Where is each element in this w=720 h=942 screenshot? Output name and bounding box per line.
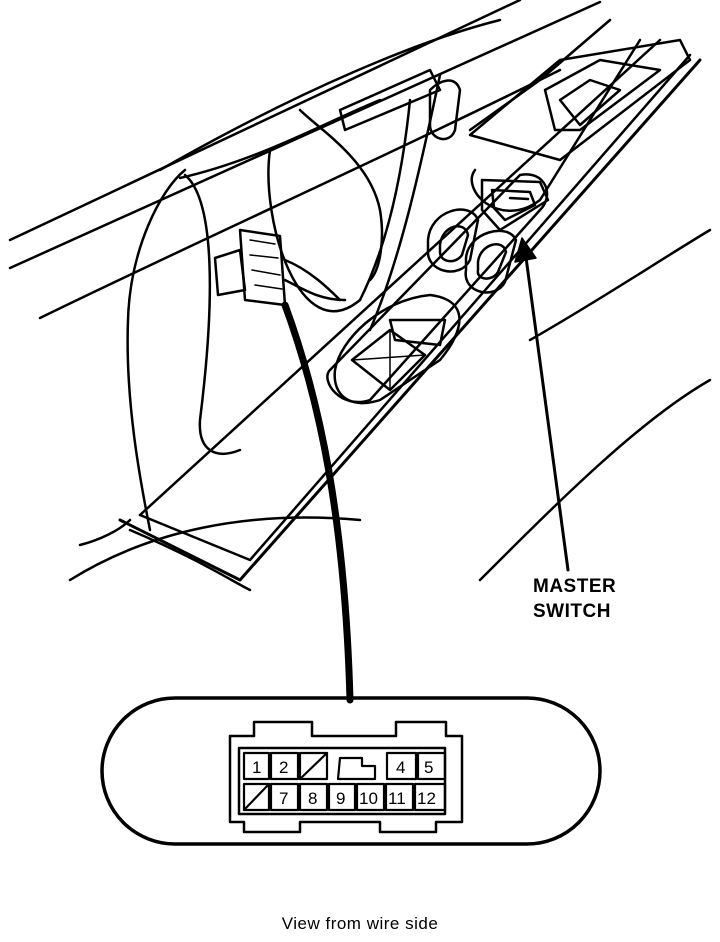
pin-11: 11 [388,789,406,808]
switch-connector [213,228,347,307]
door-panel [8,0,712,592]
window-switch-driver [480,178,550,232]
pin-5: 5 [424,758,433,777]
pin-4: 4 [396,758,405,777]
master-switch-label-line2: SWITCH [533,601,611,622]
connector-detail: 1 2 4 5 7 8 9 10 11 12 [100,696,602,846]
pin-9: 9 [336,789,345,808]
master-switch-arrow [514,237,570,572]
pin-2: 2 [279,758,288,777]
window-switch-rear-left [464,229,518,294]
mirror-switch [333,293,461,405]
pin-8: 8 [308,789,317,808]
pin-numbers: 1 2 4 5 7 8 9 10 11 12 [252,758,436,808]
pin-1: 1 [252,758,261,777]
connector-cavities [242,751,447,812]
pin-10: 10 [359,789,378,808]
connector-leader-line [281,301,354,704]
view-caption: View from wire side [281,914,439,933]
master-switch-label-line1: MASTER [533,576,617,597]
detail-callout-frame [100,696,602,846]
connector-housing-outline [228,720,464,834]
pin-7: 7 [279,789,288,808]
pin-12: 12 [417,789,436,808]
master-switch-label: MASTER SWITCH [533,574,616,624]
connector-face [237,746,447,816]
